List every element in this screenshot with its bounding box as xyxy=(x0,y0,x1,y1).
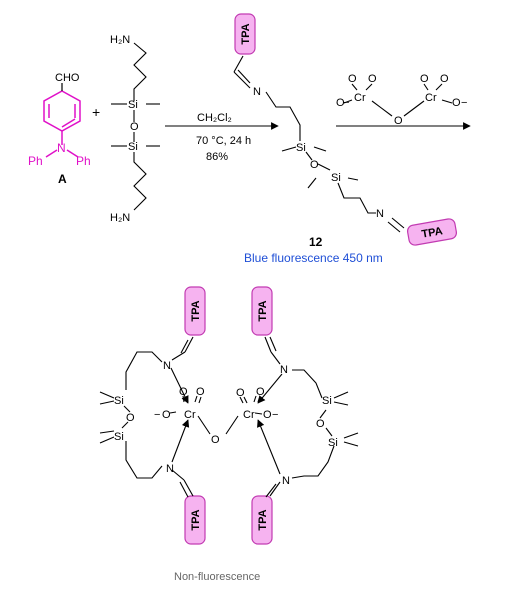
svg-text:TPA: TPA xyxy=(257,509,269,530)
compound-a xyxy=(43,90,81,158)
minus-label: − xyxy=(461,97,467,109)
tpa-badge: TPA xyxy=(406,218,458,246)
disiloxane xyxy=(111,42,160,211)
phenyl-right-label: Ph xyxy=(76,154,91,168)
compound-12-label: 12 xyxy=(309,235,323,249)
tpa-badge: TPA xyxy=(184,286,206,336)
si-label: Si xyxy=(114,431,124,443)
oxo-label: O xyxy=(179,386,188,398)
amine-bottom-label: H₂N xyxy=(110,212,130,224)
si-top-label: Si xyxy=(128,99,138,111)
minus-label: − xyxy=(272,409,278,421)
oxygen-label: O xyxy=(126,412,135,424)
si-label: Si xyxy=(114,395,124,407)
svg-text:TPA: TPA xyxy=(190,300,202,321)
tpa-badge: TPA xyxy=(184,495,206,545)
chromium-label: Cr xyxy=(425,92,437,104)
aldehyde-label: CHO xyxy=(55,72,80,84)
si-label: Si xyxy=(331,172,341,184)
imine-n-label: N xyxy=(376,208,384,220)
bridging-oxygen-label: O xyxy=(211,434,220,446)
cr-complex-bonds xyxy=(99,336,359,498)
si-bottom-label: Si xyxy=(128,141,138,153)
svg-text:TPA: TPA xyxy=(421,225,444,241)
solvent-label: CH₂Cl₂ xyxy=(197,112,232,124)
svg-text:TPA: TPA xyxy=(190,509,202,530)
minus-label: − xyxy=(343,97,349,109)
temperature-time-label: 70 °C, 24 h xyxy=(196,135,251,147)
oxo-label: O xyxy=(368,73,377,85)
product-12 xyxy=(233,55,405,233)
amine-top-label: H₂N xyxy=(110,34,130,46)
imine-n-label: N xyxy=(282,475,290,487)
oxo-label: O xyxy=(348,73,357,85)
blue-fluorescence-label: Blue fluorescence 450 nm xyxy=(244,251,383,265)
oxide-label: O xyxy=(263,409,272,421)
oxo-label: O xyxy=(236,387,245,399)
oxygen-label: O xyxy=(310,159,319,171)
tpa-badge: TPA xyxy=(251,495,273,545)
yield-label: 86% xyxy=(206,151,228,163)
amine-n-label: N xyxy=(57,141,66,155)
phenyl-left-label: Ph xyxy=(28,154,43,168)
imine-n-label: N xyxy=(253,86,261,98)
imine-n-label: N xyxy=(163,360,171,372)
dichromate xyxy=(343,83,453,117)
oxide-label: O xyxy=(162,409,171,421)
svg-text:TPA: TPA xyxy=(257,300,269,321)
coordination-arrows xyxy=(170,367,283,475)
oxo-label: O xyxy=(440,73,449,85)
plus-sign: + xyxy=(92,104,100,120)
si-label: Si xyxy=(296,142,306,154)
oxide-label: O xyxy=(452,97,461,109)
bridging-oxygen-label: O xyxy=(394,115,403,127)
si-label: Si xyxy=(322,395,332,407)
chromium-label: Cr xyxy=(243,409,255,421)
imine-n-label: N xyxy=(166,463,174,475)
oxo-label: O xyxy=(420,73,429,85)
chromium-label: Cr xyxy=(354,92,366,104)
oxide-label: O xyxy=(336,97,345,109)
oxygen-label: O xyxy=(316,418,325,430)
oxo-label: O xyxy=(196,386,205,398)
oxygen-label: O xyxy=(130,121,139,133)
chromium-label: Cr xyxy=(184,409,196,421)
compound-a-label: A xyxy=(58,172,67,186)
oxo-label: O xyxy=(256,386,265,398)
non-fluorescence-label: Non-fluorescence xyxy=(174,571,260,583)
svg-text:TPA: TPA xyxy=(240,23,252,44)
si-label: Si xyxy=(328,437,338,449)
imine-n-label: N xyxy=(280,364,288,376)
minus-label: − xyxy=(154,409,160,421)
tpa-badge: TPA xyxy=(234,13,256,55)
tpa-badge: TPA xyxy=(251,286,273,336)
